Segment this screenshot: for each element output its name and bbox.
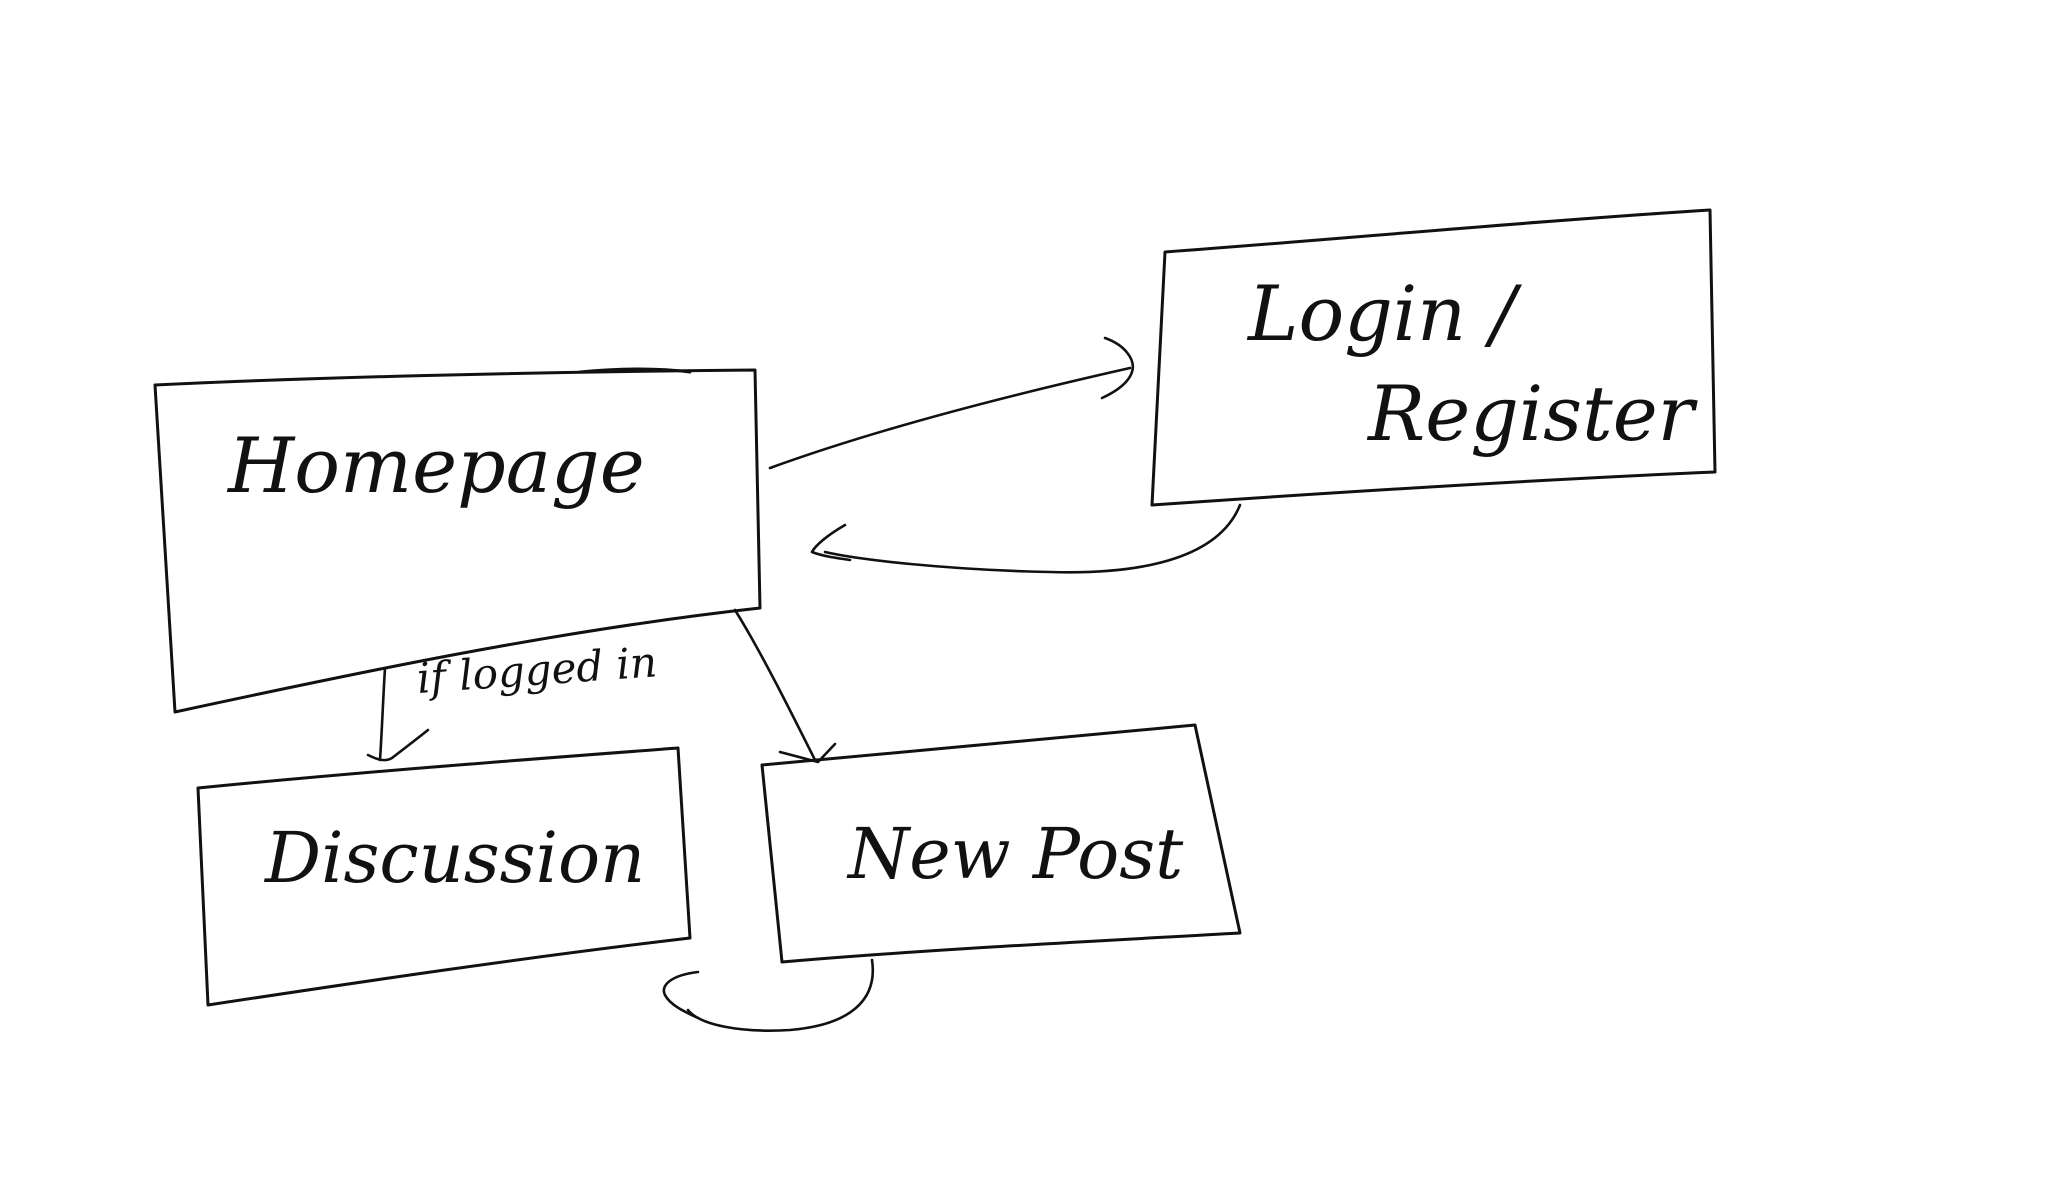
homepage-node: Homepage <box>153 367 762 714</box>
login-register-label-line2: Register <box>1366 369 1699 458</box>
login-register-node: Login / Register <box>1150 208 1717 507</box>
edge-login-to-homepage <box>810 503 1242 574</box>
login-register-label-line1: Login / <box>1246 269 1522 358</box>
login-register-box <box>1150 208 1717 507</box>
homepage-label: Homepage <box>226 421 645 510</box>
new-post-label: New Post <box>846 813 1184 895</box>
edge-homepage-to-new-post <box>733 608 837 764</box>
edge-login-to-homepage-line <box>823 503 1242 574</box>
edge-homepage-to-discussion: if logged in <box>366 637 659 762</box>
homepage-box-sketch-stroke <box>578 367 692 374</box>
arrowhead-icon <box>366 728 430 762</box>
new-post-box <box>760 723 1242 964</box>
edge-new-post-to-discussion <box>662 958 875 1032</box>
discussion-node: Discussion <box>196 746 692 1007</box>
discussion-label: Discussion <box>263 817 645 899</box>
edge-condition-label: if logged in <box>415 637 658 703</box>
arrowhead-icon <box>778 742 837 764</box>
edge-homepage-to-new-post-line <box>733 608 817 762</box>
arrowhead-icon <box>662 970 700 1020</box>
arrowhead-icon <box>810 523 852 562</box>
new-post-node: New Post <box>760 723 1242 964</box>
edge-homepage-to-login <box>768 336 1135 470</box>
arrowhead-icon <box>1100 336 1135 400</box>
discussion-box <box>196 746 692 1007</box>
edge-homepage-to-discussion-line <box>378 666 387 762</box>
homepage-box <box>153 368 762 714</box>
edge-homepage-to-login-line <box>768 366 1132 470</box>
edge-new-post-to-discussion-line <box>686 958 875 1032</box>
